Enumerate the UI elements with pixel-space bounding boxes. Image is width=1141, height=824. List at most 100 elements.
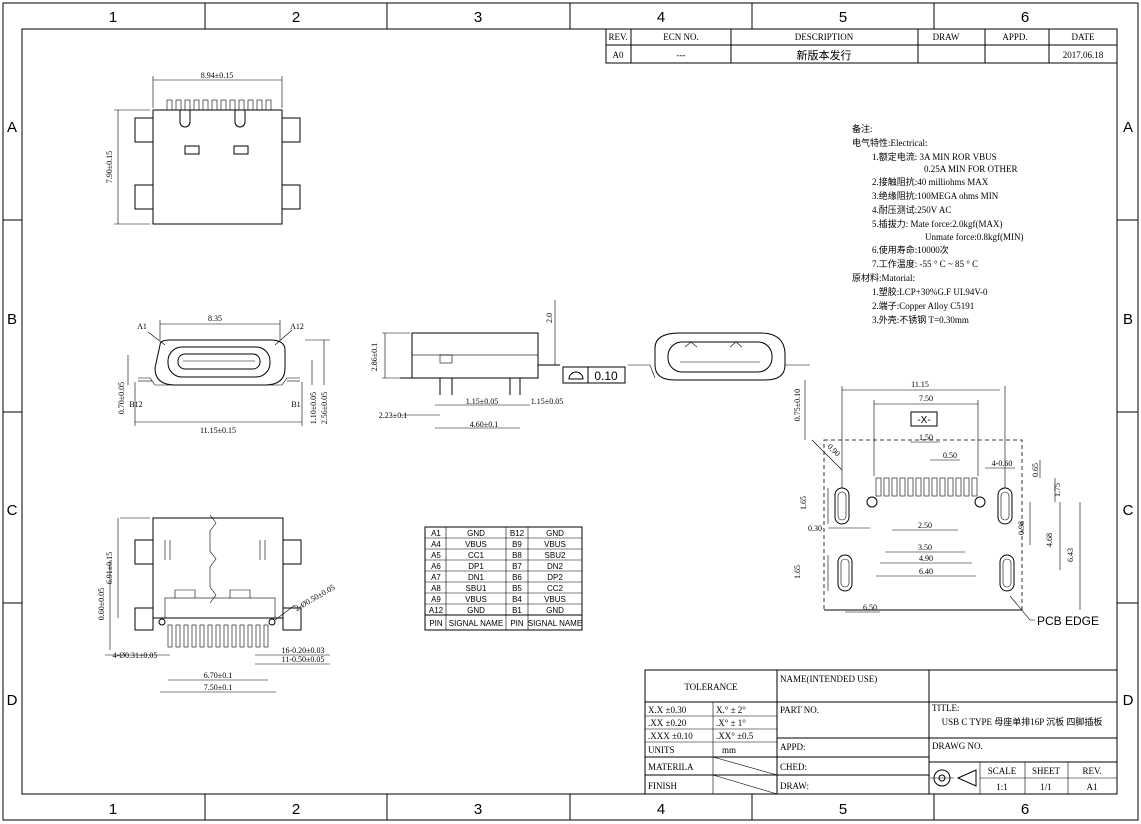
ecn-header: ECN NO. [663,32,699,42]
pin-footer: PIN [429,619,443,628]
pin-cell: A1 [431,529,441,538]
pin-cell: CC2 [547,584,564,593]
pin-cell: B6 [512,573,522,582]
ecn-value: --- [677,50,686,60]
pin-cell: A5 [431,551,441,560]
label-a12: A12 [290,322,304,331]
dim-front-h3: 2.56±0.05 [320,392,329,424]
description-header: DESCRIPTION [795,32,854,42]
zone-grid [3,3,1138,820]
pin-table [424,526,583,631]
dim-side-460: 4.60±0.1 [470,420,498,429]
zone-col-1-bottom: 1 [109,801,117,818]
pin-cell: VBUS [465,540,487,549]
pin-cell: B4 [512,595,522,604]
pin-cell: CC1 [468,551,485,560]
zone-col-2-bottom: 2 [292,801,300,818]
dim-bottom-side2: 0.60±0.05 [97,588,106,620]
zone-col-6-bottom: 6 [1021,801,1029,818]
notes-e5: 5.插拔力: Mate force:2.0kgf(MAX) [872,218,1002,229]
rev-label: REV. [1082,766,1101,776]
pin-cell: GND [546,529,564,538]
pin-cell: A12 [429,606,444,615]
pin-cell: DN2 [547,562,564,571]
zone-row-b-right: B [1123,311,1133,328]
dim-side-top: 2.0 [545,313,554,323]
pin-cell: SBU1 [466,584,487,593]
dim-pcb-150: 1.50 [919,433,933,442]
front-view [127,320,330,426]
pin-cell: A7 [431,573,441,582]
dim-pcb-165a: 1.65 [799,496,808,510]
tol-row-2b: .X° ± 1° [716,718,746,728]
pin-cell: VBUS [544,540,566,549]
revision-table: REV. ECN NO. DESCRIPTION DRAW APPD. DATE… [605,28,1118,64]
dim-pcb-650: 6.50 [863,603,877,612]
zone-row-c: C [7,502,18,519]
zone-row-d-right: D [1123,692,1134,709]
rev-value-block: A1 [1087,782,1098,792]
dim-bottom-hole: 2-Ø0.50±0.05 [293,583,336,613]
drawing-no-label: DRAWG NO. [932,741,983,751]
pin-cell: SBU2 [545,551,566,560]
draw-label: DRAW: [780,781,809,791]
zone-row-a: A [7,119,17,136]
zone-col-5: 5 [839,9,847,26]
dim-bottom-670: 6.70±0.1 [204,671,232,680]
pcb-datum-x: -X- [917,415,930,426]
notes-m3: 3.外壳:不锈钢 T=0.30mm [872,314,969,325]
appd-label: APPD: [780,742,806,752]
dim-pcb-643: 6.43 [1066,548,1075,562]
notes-e5b: Unmate force:0.8kgf(MIN) [925,232,1023,242]
zone-col-4: 4 [657,9,665,26]
pin-cell: B1 [512,606,522,615]
dim-pcb-075: 0.75±0.10 [793,389,802,421]
dim-pcb-030: 0.30 [808,524,822,533]
flatness-value: 0.10 [594,369,618,383]
pin-cell: DP2 [547,573,563,582]
rev-value: A0 [613,50,624,60]
dim-pcb-165b: 1.65 [793,565,802,579]
pin-footer: PIN [510,619,524,628]
pin-cell: B9 [512,540,522,549]
pin-table-cells: A1 GND B12 GND A4 VBUS B9 VBUS A5 CC1 B8… [429,529,582,628]
label-b1: B1 [291,400,300,409]
dim-bottom-side: 6.91±0.15 [105,552,114,584]
dim-side-height: 2.86±0.1 [370,343,379,371]
finish-label: FINISH [648,781,678,791]
sheet-value: 1/1 [1040,782,1052,792]
notes-m1: 1.塑胶:LCP+30%G.F UL94V-0 [872,286,988,297]
dim-side-223: 2.23±0.1 [379,411,407,420]
notes-e6: 6.使用寿命:10000次 [872,244,949,255]
zone-row-a-right: A [1123,119,1133,136]
zone-col-5-bottom: 5 [839,801,847,818]
dim-bottom-750: 7.50±0.1 [204,683,232,692]
pin-cell: B12 [510,529,525,538]
dim-front-overall: 11.15±0.15 [200,426,236,435]
dim-bottom-16: 16-0.20±0.03 [281,646,324,655]
dim-pcb-490: 4.90 [919,554,933,563]
title-label: TITLE: [932,703,960,713]
flatness-callout [562,366,626,384]
dim-pcb-250: 2.50 [918,521,932,530]
tolerance-label: TOLERANCE [684,682,738,692]
zone-col-4-bottom: 4 [657,801,665,818]
dim-top-height: 7.90±0.15 [105,151,114,183]
notes-electrical: 电气特性:Electrical: [852,137,927,148]
dim-front-h1: 0.70±0.05 [117,382,126,414]
pin-cell: VBUS [465,595,487,604]
pin-cell: GND [546,606,564,615]
description-value: 新版本发行 [797,48,852,62]
tol-row-3b: .XX° ±0.5 [716,731,754,741]
notes-e2: 2.接触阻抗:40 milliohms MAX [872,176,989,187]
dim-bottom-431: 4-Ø0.31±0.05 [113,651,158,660]
rear-view [628,332,810,381]
dim-pcb-640: 6.40 [919,567,933,576]
pin-footer: SIGNAL NAME [528,619,582,628]
date-header: DATE [1072,32,1095,42]
label-a1: A1 [137,322,147,331]
draw-header: DRAW [933,32,960,42]
dim-pcb-175: 1.75 [1053,483,1062,497]
rev-header: REV. [608,32,627,42]
pin-footer: SIGNAL NAME [449,619,503,628]
